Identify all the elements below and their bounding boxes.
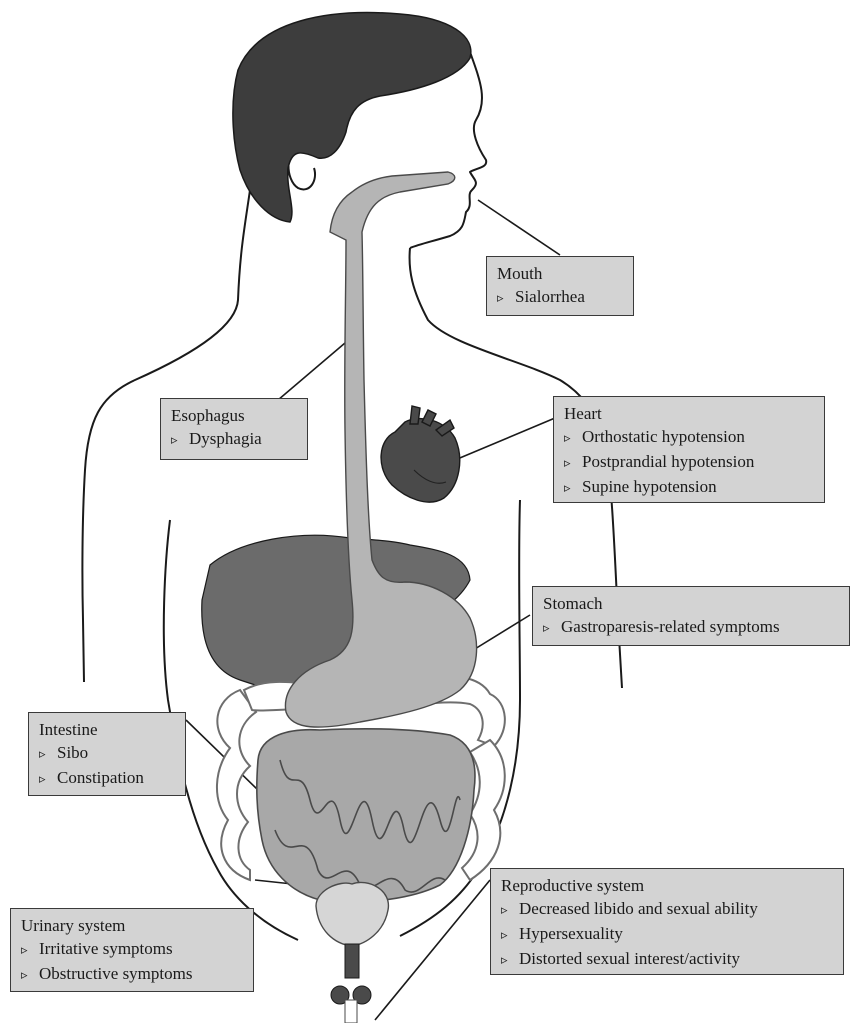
triangle-bullet-icon: ▹ [501, 899, 519, 922]
list-item: ▹Gastroparesis-related symptoms [543, 615, 839, 640]
callout-stomach-title: Stomach [543, 592, 839, 615]
callout-intestine: Intestine ▹Sibo ▹Constipation [28, 712, 186, 796]
triangle-bullet-icon: ▹ [501, 924, 519, 947]
callout-esophagus-title: Esophagus [171, 404, 297, 427]
callout-esophagus-list: ▹Dysphagia [171, 427, 297, 452]
triangle-bullet-icon: ▹ [21, 939, 39, 962]
list-item: ▹Constipation [39, 766, 175, 791]
callout-mouth-list: ▹Sialorrhea [497, 285, 623, 310]
callout-heart: Heart ▹Orthostatic hypotension ▹Postpran… [553, 396, 825, 503]
hair [233, 13, 471, 222]
list-item: ▹Sibo [39, 741, 175, 766]
triangle-bullet-icon: ▹ [39, 768, 57, 791]
triangle-bullet-icon: ▹ [497, 287, 515, 310]
triangle-bullet-icon: ▹ [543, 617, 561, 640]
triangle-bullet-icon: ▹ [21, 964, 39, 987]
callout-urinary-title: Urinary system [21, 914, 243, 937]
list-item: ▹Irritative symptoms [21, 937, 243, 962]
list-item: ▹Orthostatic hypotension [564, 425, 814, 450]
callout-reproductive-title: Reproductive system [501, 874, 833, 897]
callout-intestine-title: Intestine [39, 718, 175, 741]
list-item: ▹Hypersexuality [501, 922, 833, 947]
triangle-bullet-icon: ▹ [171, 429, 189, 452]
triangle-bullet-icon: ▹ [564, 452, 582, 475]
callout-stomach-list: ▹Gastroparesis-related symptoms [543, 615, 839, 640]
callout-urinary-list: ▹Irritative symptoms ▹Obstructive sympto… [21, 937, 243, 987]
list-item: ▹Distorted sexual interest/activity [501, 947, 833, 972]
callout-intestine-list: ▹Sibo ▹Constipation [39, 741, 175, 791]
list-item: ▹Decreased libido and sexual ability [501, 897, 833, 922]
callout-mouth: Mouth ▹Sialorrhea [486, 256, 634, 316]
callout-heart-title: Heart [564, 402, 814, 425]
triangle-bullet-icon: ▹ [39, 743, 57, 766]
callout-reproductive: Reproductive system ▹Decreased libido an… [490, 868, 844, 975]
heart-illustration [381, 406, 460, 502]
callout-urinary: Urinary system ▹Irritative symptoms ▹Obs… [10, 908, 254, 992]
list-item: ▹Supine hypotension [564, 475, 814, 500]
triangle-bullet-icon: ▹ [564, 477, 582, 500]
small-intestine [257, 729, 475, 902]
list-item: ▹Obstructive symptoms [21, 962, 243, 987]
triangle-bullet-icon: ▹ [501, 949, 519, 972]
triangle-bullet-icon: ▹ [564, 427, 582, 450]
list-item: ▹Sialorrhea [497, 285, 623, 310]
callout-esophagus: Esophagus ▹Dysphagia [160, 398, 308, 460]
list-item: ▹Postprandial hypotension [564, 450, 814, 475]
callout-mouth-title: Mouth [497, 262, 623, 285]
callout-heart-list: ▹Orthostatic hypotension ▹Postprandial h… [564, 425, 814, 500]
callout-reproductive-list: ▹Decreased libido and sexual ability ▹Hy… [501, 897, 833, 972]
callout-stomach: Stomach ▹Gastroparesis-related symptoms [532, 586, 850, 646]
bladder [316, 882, 388, 1023]
list-item: ▹Dysphagia [171, 427, 297, 452]
